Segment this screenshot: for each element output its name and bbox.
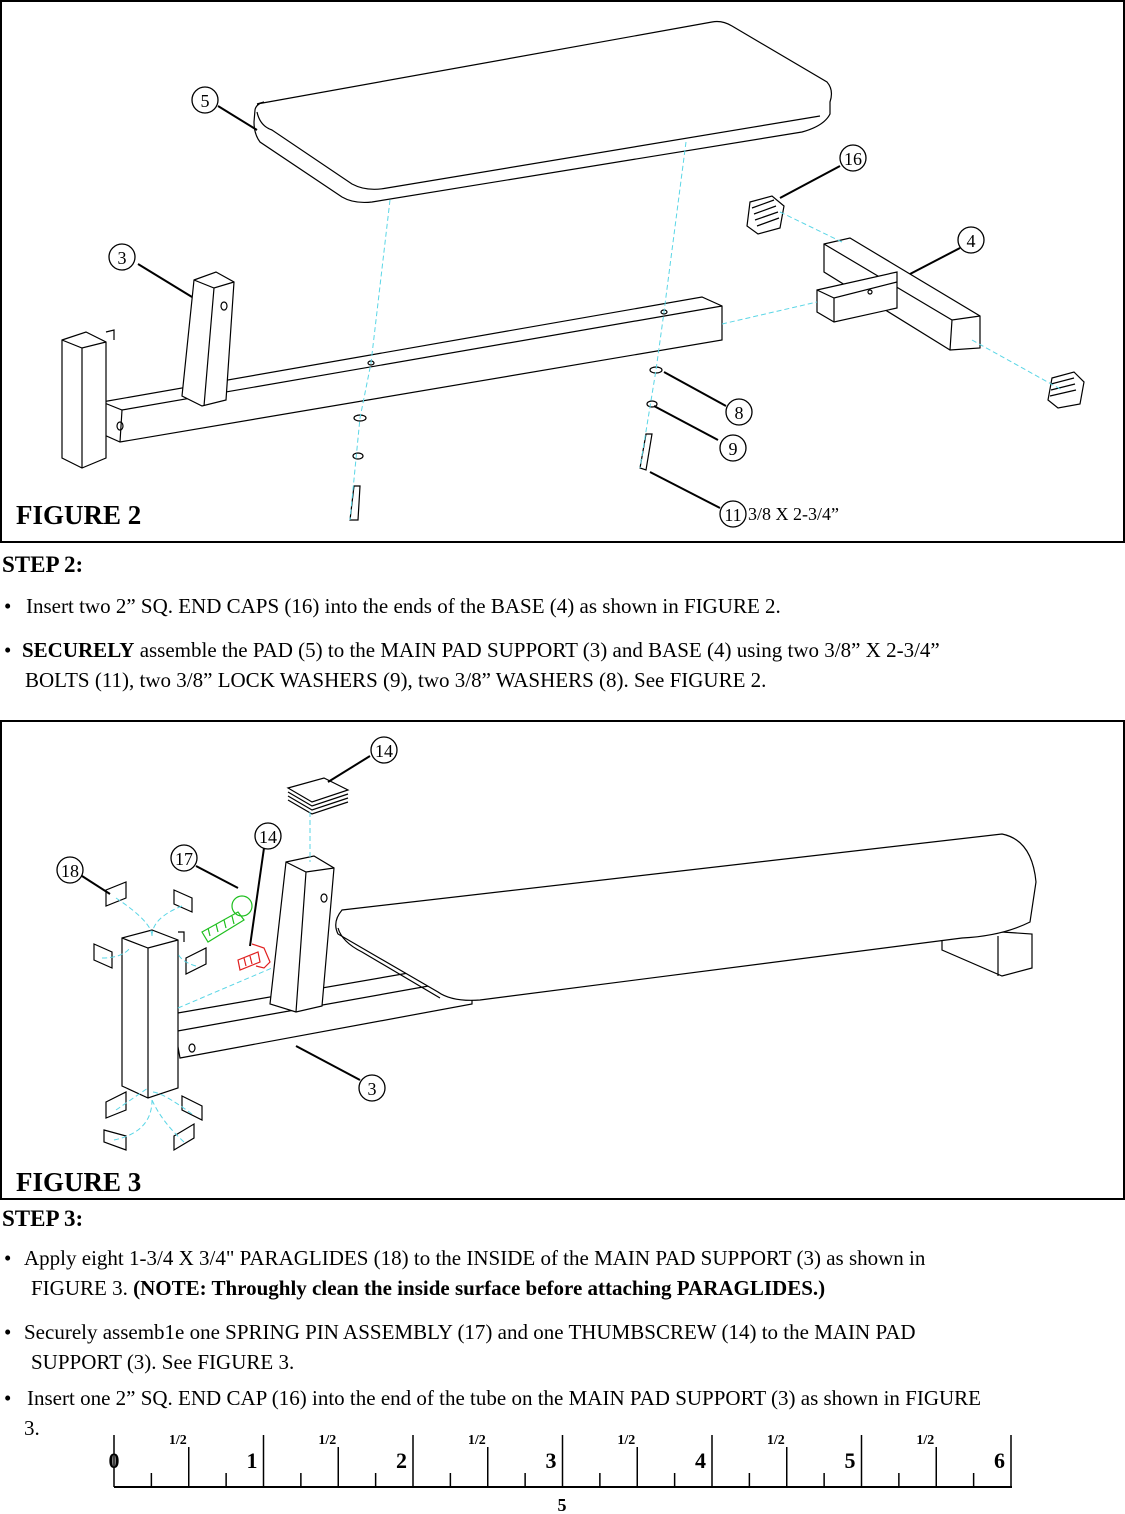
main-pad-support-3-fig3 (269, 855, 335, 1013)
ruler-half-label: 1/2 (169, 1433, 187, 1448)
callout-5: 5 (201, 91, 210, 111)
figure-3-drawing: 14 14 17 18 3 (56, 736, 1037, 1152)
front-upright-fig3 (121, 929, 185, 1099)
callout-3: 3 (118, 248, 127, 268)
ruler-inch-label: 5 (845, 1448, 856, 1473)
step-3-bullet-1: • Apply eight 1-3/4 X 3/4" PARAGLIDES (1… (4, 1243, 1119, 1303)
bullet-icon: • (4, 638, 12, 662)
thumbscrew-14 (237, 943, 271, 971)
ruler-labels: 0 1/2 1 1/2 2 1/2 3 1/2 4 1/2 5 1/2 6 (109, 1433, 1006, 1473)
step-2-bullet-2-line-1: assemble the PAD (5) to the MAIN PAD SUP… (134, 638, 940, 662)
end-cap-top (286, 777, 350, 815)
ruler-inch-label: 2 (396, 1448, 407, 1473)
bullet-icon: • (4, 1386, 12, 1410)
ruler-inch-label: 6 (994, 1448, 1005, 1473)
callout-17: 17 (175, 849, 193, 869)
bullet-icon: • (4, 594, 12, 618)
main-pad-support-3 (181, 271, 235, 407)
step-3-bullet-3-line-2: 3. (24, 1416, 40, 1440)
spring-pin-17 (201, 895, 253, 943)
ruler-half-label: 1/2 (318, 1433, 336, 1448)
ruler-half-label: 1/2 (767, 1433, 785, 1448)
callout-circle-3 (108, 243, 136, 271)
step-3-bullet-2-line-1: Securely assemb1e one SPRING PIN ASSEMBL… (24, 1320, 916, 1344)
step-2-bullet-1-text: Insert two 2” SQ. END CAPS (16) into the… (26, 594, 781, 618)
ruler-inch-label: 1 (247, 1448, 258, 1473)
pad-part-5 (253, 20, 833, 204)
step-2-bullet-1: • Insert two 2” SQ. END CAPS (16) into t… (4, 591, 1119, 621)
callout-circle-9 (719, 434, 747, 462)
figure-2-label: FIGURE 2 (16, 500, 142, 530)
ruler-inch-label: 4 (695, 1448, 706, 1473)
step-3-bullet-3: • Insert one 2” SQ. END CAP (16) into th… (4, 1383, 1125, 1443)
callout-circle-5 (191, 86, 219, 114)
step-2-heading: STEP 2: (2, 552, 84, 577)
step-3-bullet-2-line-2: SUPPORT (3). See FIGURE 3. (31, 1350, 295, 1374)
step-3-heading: STEP 3: (2, 1206, 84, 1231)
front-upright (61, 329, 115, 469)
callout-14-top: 14 (375, 741, 393, 761)
bullet-icon: • (4, 1246, 12, 1270)
ruler-half-label: 1/2 (916, 1433, 934, 1448)
measuring-ruler: 0 1/2 1 1/2 2 1/2 3 1/2 4 1/2 5 1/2 6 5 (109, 1433, 1012, 1514)
callout-8: 8 (735, 403, 744, 423)
step-2-bullet-2: • SECURELY assemble the PAD (5) to the M… (4, 635, 1125, 695)
pad-fig3 (335, 833, 1037, 1001)
bullet-icon: • (4, 1320, 12, 1344)
step-3-bullet-1-line-1: Apply eight 1-3/4 X 3/4" PARAGLIDES (18)… (24, 1246, 926, 1270)
bolt-spec: 3/8 X 2-3/4” (748, 504, 839, 524)
figure-2-drawing: 5 16 3 4 8 9 11 3/8 X 2-3/4” (61, 20, 1085, 528)
callout-circle-8 (725, 398, 753, 426)
callout-circle-11 (719, 500, 747, 528)
ruler-half-label: 1/2 (468, 1433, 486, 1448)
step-3-bullet-1-line-2: FIGURE 3. (31, 1276, 134, 1300)
callout-3: 3 (368, 1079, 377, 1099)
figure-2: 5 16 3 4 8 9 11 3/8 X 2-3/4” FIGURE 2 (0, 0, 1125, 543)
ruler-half-label: 1/2 (617, 1433, 635, 1448)
end-cap-16-b (1047, 371, 1085, 409)
hardware-stack-right (639, 366, 663, 471)
step-2-bullet-2-line-2: BOLTS (11), two 3/8” LOCK WASHERS (9), t… (25, 668, 767, 692)
hardware-stack-left (349, 414, 367, 521)
step-3-bullet-2: • Securely assemb1e one SPRING PIN ASSEM… (4, 1317, 1119, 1377)
ruler-inch-label: 3 (546, 1448, 557, 1473)
base-part-4 (816, 237, 981, 351)
paraglides-18 (93, 881, 207, 1152)
end-cap-16-a (746, 195, 785, 235)
callout-11: 11 (724, 505, 741, 525)
figure-3-label: FIGURE 3 (16, 1167, 142, 1197)
callout-18: 18 (61, 861, 79, 881)
page-number: 5 (558, 1495, 567, 1514)
callout-14-thumbscrew: 14 (259, 827, 277, 847)
figure-3: 14 14 17 18 3 FIGURE 3 (0, 720, 1125, 1200)
callout-4: 4 (967, 231, 976, 251)
callout-circle-4 (957, 226, 985, 254)
step-3-bullet-3-line-1: Insert one 2” SQ. END CAP (16) into the … (27, 1386, 982, 1410)
ruler-inch-label: 0 (109, 1448, 120, 1473)
securely-emphasis: SECURELY (22, 638, 135, 662)
callout-9: 9 (729, 439, 738, 459)
ruler-ticks (113, 1435, 1012, 1487)
cleaning-note: (NOTE: Throughly clean the inside surfac… (133, 1276, 826, 1300)
callout-16: 16 (844, 149, 862, 169)
callout-circle-16 (839, 144, 867, 172)
